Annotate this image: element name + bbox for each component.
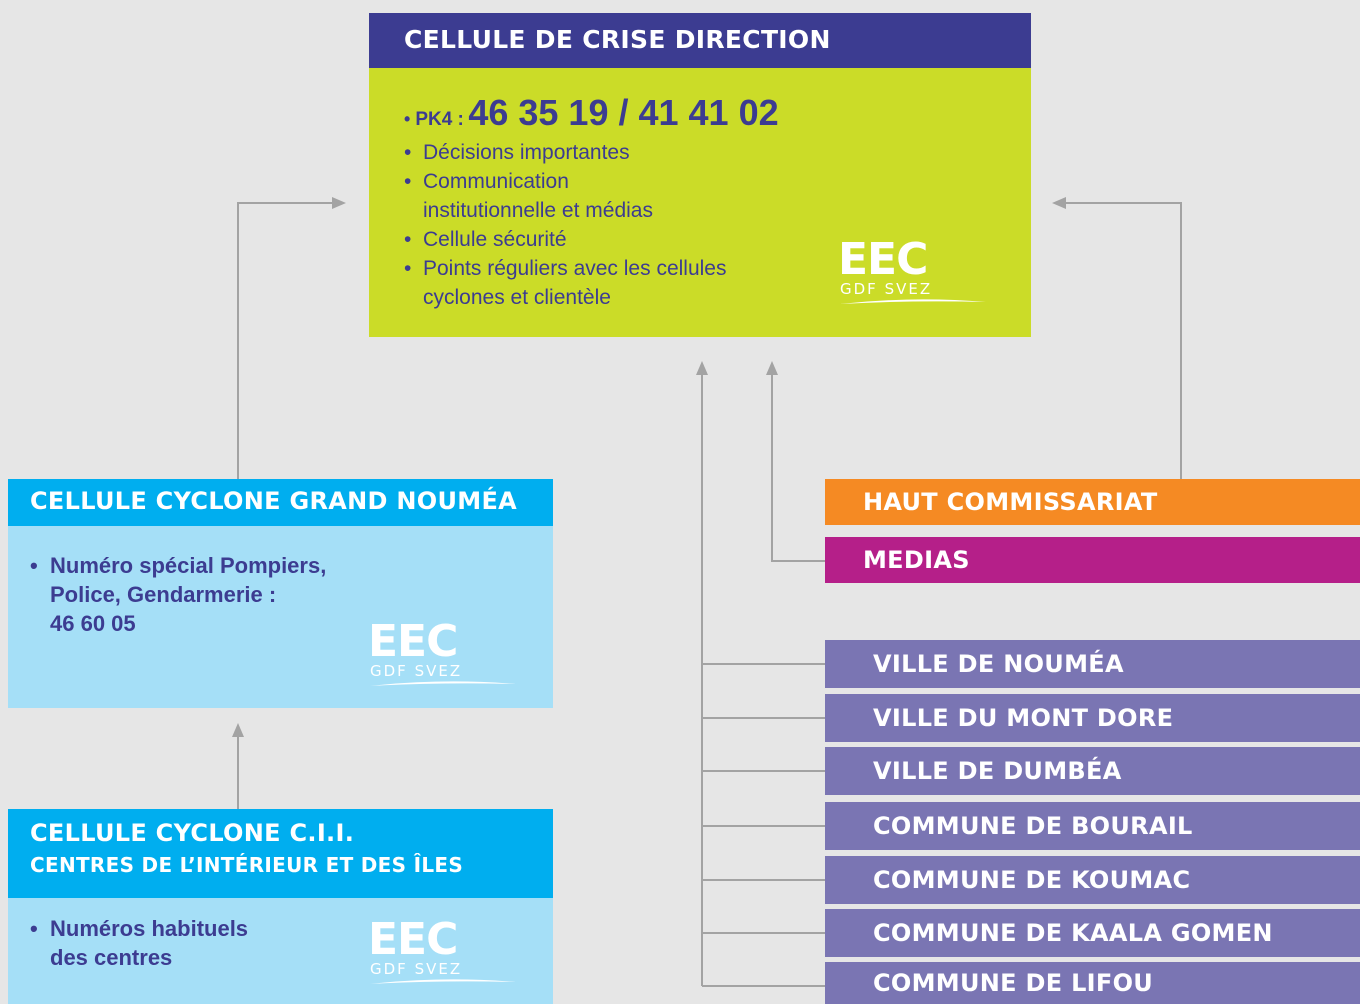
logo-tagline: GDF SVEZ [370,662,463,680]
list-item: Cellule sécurité [404,225,726,254]
logo-brand: EEC [838,234,928,285]
list-item-text: Numéros habituels [50,916,249,941]
list-item-text: cyclones et clientèle [423,286,611,309]
ville-dumbea-bar: VILLE DE DUMBÉA [825,747,1360,795]
logo-swoosh-icon [840,299,986,304]
cii-list: Numéros habituels des centres [30,914,248,972]
cii-cell-subtitle: CENTRES DE L’INTÉRIEUR ET DES ÎLES [30,853,464,877]
list-item-text: Police, Gendarmerie : [50,582,277,607]
crisis-cell-title: CELLULE DE CRISE DIRECTION [369,13,1031,68]
eec-logo: EEC GDF SVEZ [368,620,528,692]
pk4-label: PK4 : [415,109,464,130]
logo-tagline: GDF SVEZ [370,960,463,978]
medias-bar: MEDIAS [825,537,1360,583]
list-item-text: Cellule sécurité [423,228,567,251]
pk4-phone-numbers: 46 35 19 / 41 41 02 [468,92,779,133]
list-item-text: des centres [50,945,173,970]
connector-haut-commissariat-to-crisis [1064,202,1182,479]
arrowhead-left-icon [1052,197,1066,209]
connector-grand-noumea-to-crisis [237,202,334,479]
arrowhead-up-icon [766,361,778,375]
list-item: Points réguliers avec les cellules cyclon… [404,254,726,312]
commune-koumac-bar: COMMUNE DE KOUMAC [825,856,1360,904]
logo-swoosh-icon [370,979,516,984]
commune-lifou-bar: COMMUNE DE LIFOU [825,962,1360,1004]
commune-bourail-bar: COMMUNE DE BOURAIL [825,802,1360,850]
list-item-text: Numéro spécial Pompiers, [50,553,327,578]
list-item: Numéros habituels des centres [30,914,248,972]
ville-noumea-bar: VILLE DE NOUMÉA [825,640,1360,688]
connector-medias-to-crisis [771,374,825,562]
pk4-phone-line: • PK4 : 46 35 19 / 41 41 02 [404,92,779,134]
cii-cell-title: CELLULE CYCLONE C.I.I. [30,819,355,847]
list-item: Communication institutionnelle et médias [404,167,726,225]
logo-brand: EEC [368,914,458,965]
arrowhead-right-icon [332,197,346,209]
arrowhead-up-icon [696,361,708,375]
crisis-responsibilities-list: Décisions importantes Communication insti… [404,138,726,312]
commune-kaala-gomen-bar: COMMUNE DE KAALA GOMEN [825,909,1360,957]
eec-logo: EEC GDF SVEZ [838,238,998,310]
haut-commissariat-bar: HAUT COMMISSARIAT [825,479,1360,525]
cii-cell-header: CELLULE CYCLONE C.I.I. CENTRES DE L’INTÉ… [8,809,553,898]
list-item-text: Communication [423,170,569,193]
eec-logo: EEC GDF SVEZ [368,918,528,990]
list-item: Décisions importantes [404,138,726,167]
ville-mont-dore-bar: VILLE DU MONT DORE [825,694,1360,742]
logo-brand: EEC [368,616,458,667]
logo-tagline: GDF SVEZ [840,280,933,298]
grand-noumea-list: Numéro spécial Pompiers, Police, Gendarm… [30,551,326,638]
logo-swoosh-icon [370,681,516,686]
list-item-text: institutionnelle et médias [423,199,653,222]
emergency-number: 46 60 05 [50,611,136,636]
arrowhead-up-icon [232,723,244,737]
list-item-text: Points réguliers avec les cellules [423,257,727,280]
list-item-text: Décisions importantes [423,141,630,164]
grand-noumea-cell-title: CELLULE CYCLONE GRAND NOUMÉA [8,479,553,526]
list-item: Numéro spécial Pompiers, Police, Gendarm… [30,551,326,638]
bullet: • [404,109,416,129]
